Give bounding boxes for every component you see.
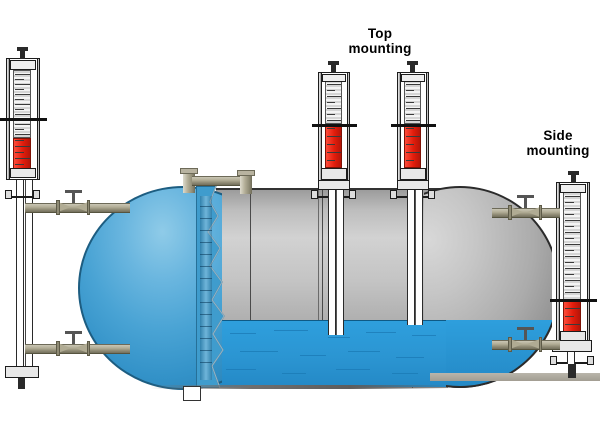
- gauge-mid-flange: [391, 124, 436, 127]
- gauge-drain-tube: [567, 352, 575, 364]
- gauge-process-connection: [5, 366, 39, 378]
- cutaway-torn-edge: [196, 186, 225, 388]
- gauge-vent-icon: [410, 64, 415, 73]
- gauge-internal-chamber: [328, 190, 336, 335]
- valve-right-lower[interactable]: [508, 327, 542, 353]
- gauge-internal-chamber-2: [336, 190, 344, 335]
- gauge-process-connection: [397, 180, 429, 190]
- gauge-vent-icon: [571, 174, 576, 183]
- vessel-weld-strip: [200, 196, 212, 380]
- vessel-saddle-support: [183, 386, 201, 401]
- gauge-vent-icon: [20, 50, 25, 59]
- gauge-drain-valve-icon: [568, 364, 576, 378]
- label-side-mounting: Side mounting: [526, 128, 590, 158]
- gauge-scale: [406, 72, 420, 182]
- gauge-mid-flange: [312, 124, 357, 127]
- top-nozzle-crossover: [192, 176, 250, 186]
- valve-left-upper[interactable]: [56, 190, 90, 216]
- gauge-scale: [327, 72, 341, 182]
- gauge-vent-cap-icon: [568, 171, 579, 175]
- gauge-vent-cap-icon: [328, 61, 339, 65]
- gauge-standpipe-2: [25, 180, 33, 370]
- gauge-vent-icon: [331, 64, 336, 73]
- valve-left-lower[interactable]: [56, 331, 90, 357]
- gauge-scale: [565, 182, 580, 342]
- gauge-mid-flange: [550, 299, 597, 302]
- gauge-bolt-bar: [6, 196, 40, 198]
- pipe-right-lower: [492, 340, 560, 350]
- gauge-mid-flange: [0, 118, 47, 121]
- pipe-right-upper: [492, 208, 560, 218]
- valve-right-upper[interactable]: [508, 195, 542, 221]
- gauge-vent-cap-icon: [407, 61, 418, 65]
- gauge-vent-cap-icon: [17, 47, 28, 51]
- floor-strip: [430, 373, 600, 381]
- gauge-internal-chamber-2: [415, 190, 423, 325]
- vessel-base-shadow: [150, 385, 450, 389]
- gauge-internal-chamber: [407, 190, 415, 325]
- gauge-process-connection: [318, 180, 350, 190]
- gauge-standpipe: [16, 180, 24, 370]
- label-top-mounting: Top mounting: [348, 26, 412, 56]
- gauge-scale: [15, 58, 30, 180]
